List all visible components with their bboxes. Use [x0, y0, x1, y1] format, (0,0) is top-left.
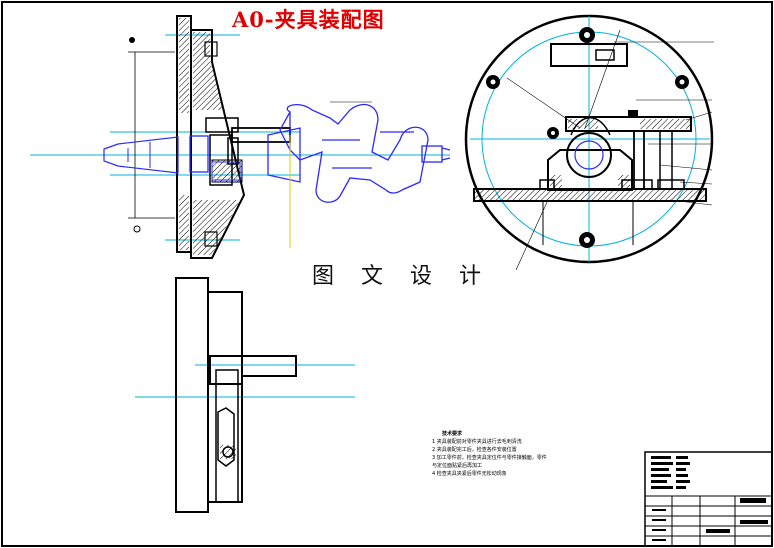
notes-line: 与定位面贴紧后再加工	[432, 463, 483, 469]
top-view-plate	[175, 277, 209, 513]
top-view	[135, 277, 355, 513]
shaft	[103, 136, 179, 174]
technical-notes: 技术要求 1 夹具装配前对零件夹具进行去毛刺清洗 2 夹具装配完工后，检查各件安…	[432, 430, 602, 478]
slot-plate	[550, 43, 628, 67]
bolt-holes	[486, 27, 689, 248]
datum-symbol-bottom	[133, 225, 141, 233]
v-block	[547, 149, 633, 191]
notes-line: 2 夹具装配完工后，检查各件安装位置	[432, 447, 517, 453]
notes-line: 1 夹具装配前对零件夹具进行去毛刺清洗	[432, 439, 522, 445]
clamp-arm	[231, 127, 291, 143]
watermark-text: 图 文 设 计	[312, 264, 491, 289]
side-view	[464, 14, 714, 271]
crankshaft-workpiece	[189, 103, 451, 203]
title-block	[644, 451, 773, 547]
notes-line: 4 检查夹具夹紧后零件无松动现象	[432, 471, 507, 477]
workpiece-section	[566, 132, 612, 178]
drawing-title: A0-夹具装配图	[232, 7, 385, 32]
locating-block	[205, 117, 239, 133]
notes-line: 3 加工零件前，检查夹具定位件与零件接触面，零件	[432, 455, 547, 461]
datum-symbol-top	[129, 37, 135, 43]
fixture-body	[190, 29, 246, 259]
notes-heading: 技术要求	[442, 431, 463, 437]
locating-pin	[217, 407, 235, 467]
front-view	[30, 15, 451, 259]
